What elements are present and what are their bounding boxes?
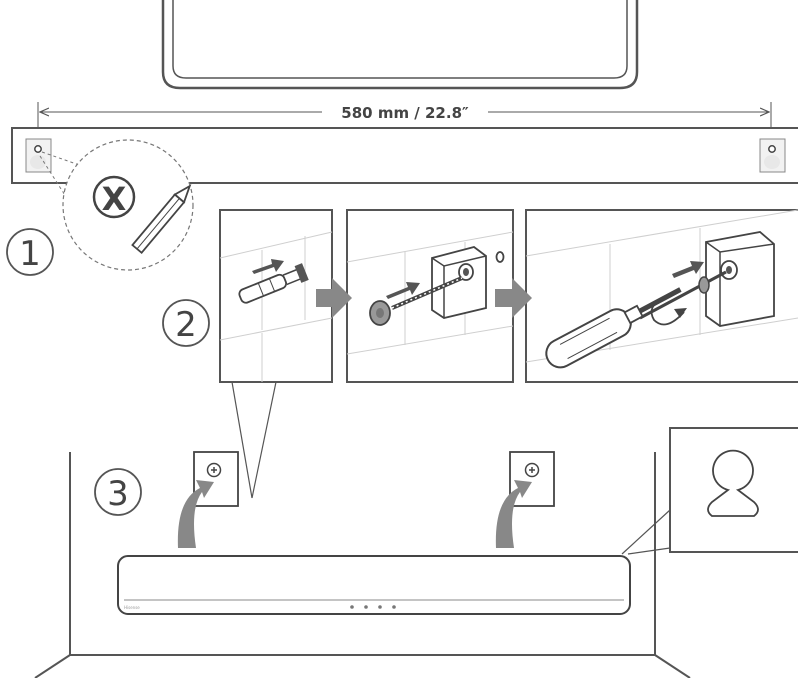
panel-bracket-screw [346,209,514,383]
step-2-marker: 2 [162,299,210,347]
bracket-icon [431,246,487,319]
volume-down-button-icon [378,605,382,609]
power-button-icon [350,605,354,609]
step-flow-arrows [316,278,532,318]
pencil-mark-zoom: X [39,139,194,271]
soundbar-brand: Hisense [124,605,140,610]
bracket-icon-2 [705,231,775,327]
soundbar: Hisense [117,555,631,615]
pencil-icon [131,184,192,255]
curved-arrow-icon-right [495,480,532,548]
step-1-number: 1 [19,234,41,274]
right-screw-mark-icon [768,145,776,153]
washer-icon [495,251,505,263]
wall-anchor-icon [238,263,309,304]
screw-icon [369,276,463,326]
step-2-number: 2 [175,305,197,345]
dimension-line: 580 mm / 22.8″ [37,102,772,142]
panel-wall-anchor [219,209,333,383]
step-3-scene: Hisense [34,381,798,678]
keyhole-icon [707,449,759,517]
flow-arrow-icon-2 [495,278,532,318]
left-screw-mark-icon [34,145,42,153]
panel-screwdriver [525,209,798,383]
input-button-icon [364,605,368,609]
dimension-label: 580 mm / 22.8″ [341,104,469,122]
volume-up-button-icon [392,605,396,609]
curved-arrow-icon-left [177,480,214,548]
left-wall-bracket [193,451,239,507]
step-3-number: 3 [107,474,129,514]
right-wall-bracket [509,451,555,507]
washer-icon-2 [698,276,710,294]
flow-arrow-icon-1 [316,278,352,318]
tv-outline [161,0,639,90]
no-screw-mark: X [102,180,127,218]
screwdriver-icon [545,287,682,369]
step-1-marker: 1 [6,228,54,276]
step-3-marker: 3 [94,468,142,516]
